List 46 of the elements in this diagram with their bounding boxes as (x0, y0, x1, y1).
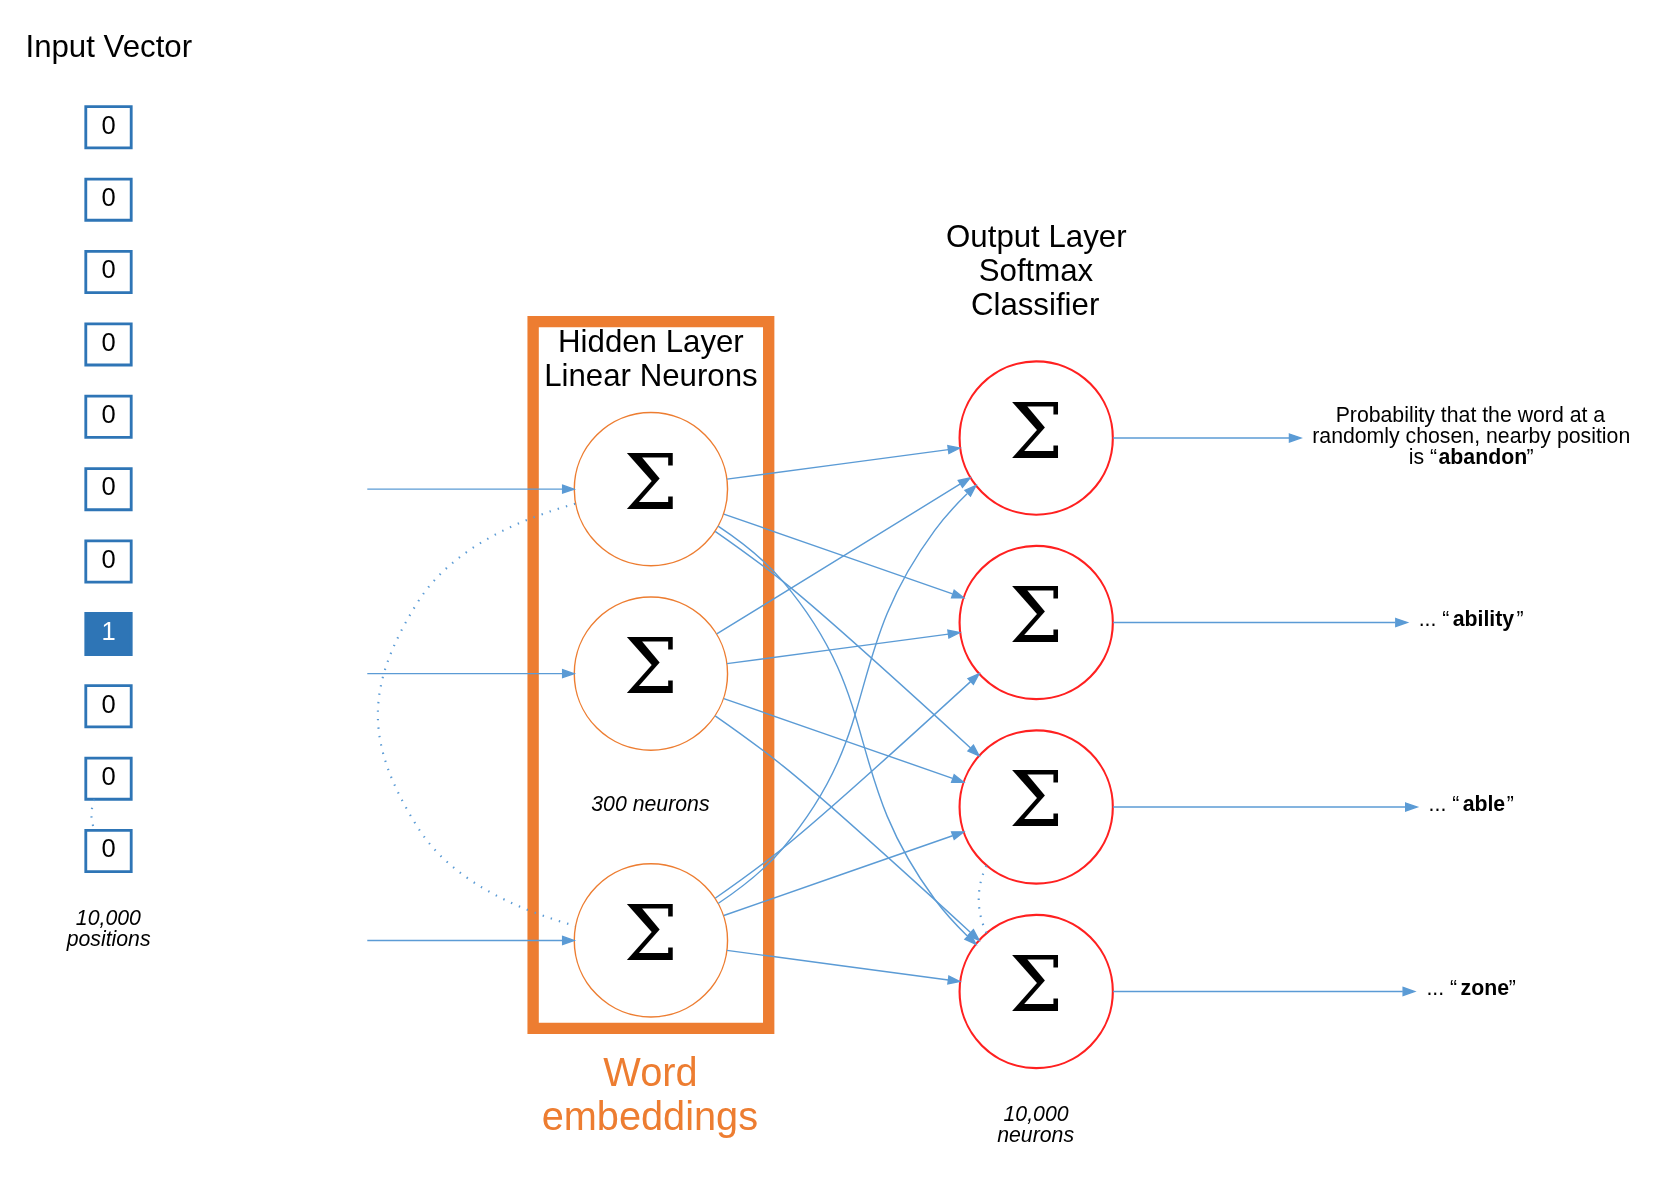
node-text: ... “able” (1428, 791, 1514, 816)
label: Output Layer Softmax Classifier (946, 219, 1127, 323)
node-box: 0 (84, 322, 133, 367)
arrow (1112, 617, 1410, 628)
node-circle: Σ (958, 544, 1114, 701)
node-box: 0 (84, 829, 133, 873)
node-circle: Σ (573, 863, 729, 1018)
arrow (366, 935, 577, 946)
node-box: 0 (84, 684, 133, 729)
node-box: 0 (84, 467, 133, 512)
node-circle: Σ (958, 729, 1114, 885)
node-box: 0 (84, 177, 133, 222)
arrow (723, 513, 966, 599)
node-text: ... “ability” (1418, 607, 1524, 632)
arrow (723, 831, 966, 917)
arrow (366, 668, 577, 679)
connector (377, 502, 576, 927)
node-circle: Σ (958, 913, 1114, 1070)
label: Word embeddings (541, 1049, 759, 1138)
arrow (1112, 802, 1420, 812)
arrow (714, 530, 981, 758)
label: Input Vector (25, 29, 193, 65)
arrow (1112, 986, 1417, 997)
node-box: 0 (84, 756, 133, 801)
node-box: 0 (84, 394, 133, 439)
label: 10,000 positions (66, 905, 151, 952)
node-circle: Σ (573, 596, 729, 751)
arrow (726, 444, 962, 480)
arrow (726, 949, 962, 985)
node-box: 0 (84, 105, 133, 150)
node-text: ... “zone” (1426, 976, 1516, 1001)
arrow (716, 476, 972, 635)
node-text: Probability that the word at a randomly chosen, nearby position is “abandon” (1312, 402, 1631, 470)
arrow (366, 484, 577, 495)
label: 10,000 neurons (997, 1101, 1075, 1147)
arrow (717, 525, 978, 946)
arrow (714, 672, 981, 899)
arrow (726, 629, 962, 665)
node-box: 1 (84, 611, 133, 656)
node-circle: Σ (573, 411, 729, 567)
connector (977, 865, 988, 934)
arrow (723, 697, 966, 783)
arrow (1112, 433, 1303, 444)
node-box: 0 (84, 539, 133, 584)
node-box: 0 (84, 250, 133, 295)
arrow (717, 483, 978, 905)
